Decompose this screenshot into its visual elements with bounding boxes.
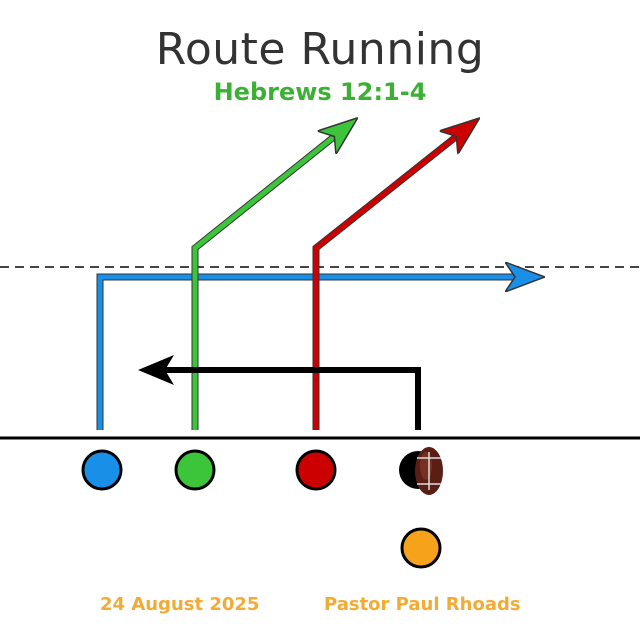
route-blue	[96, 277, 535, 430]
player-red	[295, 449, 337, 491]
player-green	[174, 449, 216, 491]
route-black	[138, 355, 421, 430]
scripture-reference: Hebrews 12:1-4	[213, 78, 427, 106]
sermon-date: 24 August 2025	[100, 594, 260, 615]
football-icon	[415, 447, 443, 495]
page-title: Route Running	[155, 24, 485, 75]
speaker-name: Pastor Paul Rhoads	[324, 594, 521, 615]
player-blue	[81, 449, 123, 491]
player-orange	[400, 527, 442, 569]
